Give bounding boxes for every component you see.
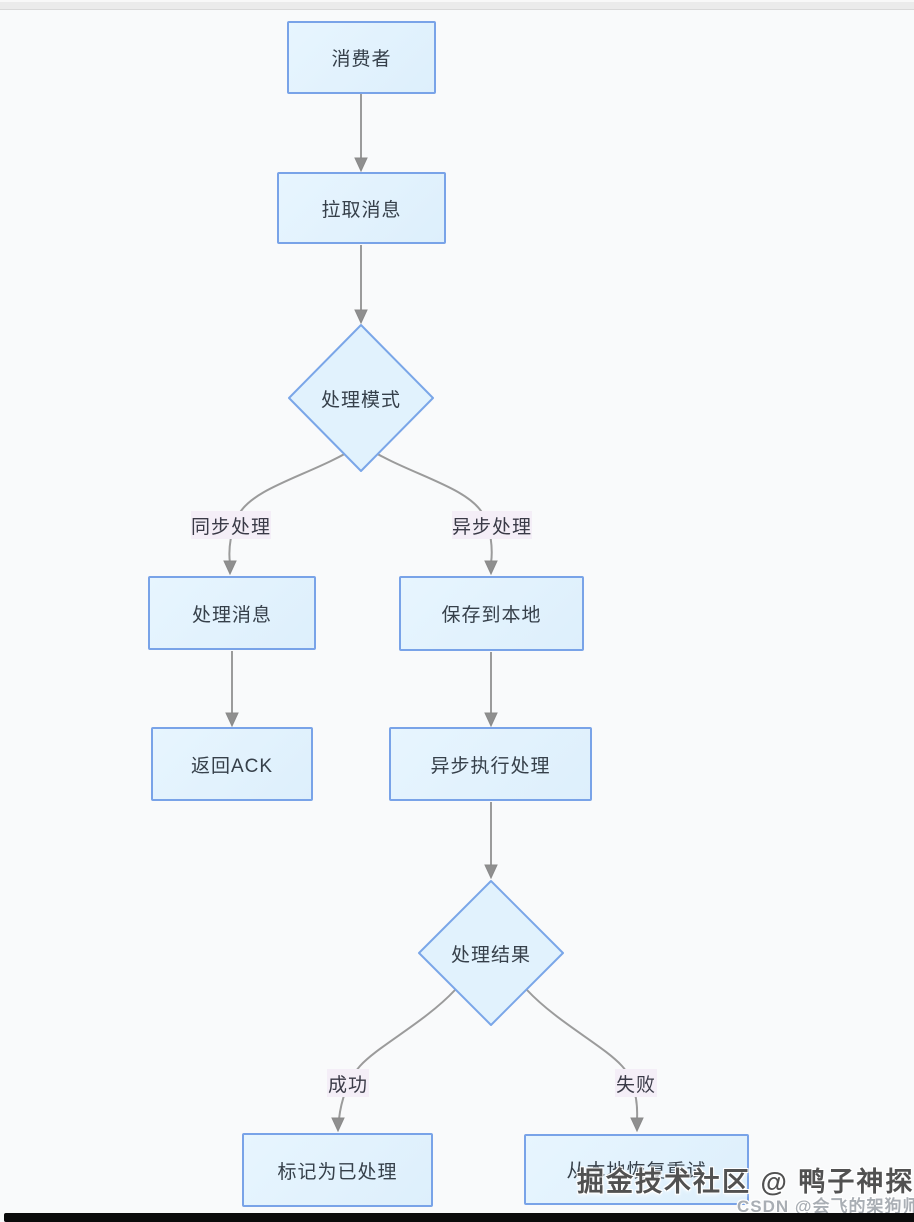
arrowhead-result-fail <box>630 1117 644 1133</box>
node-consumer-label: 消费者 <box>331 49 392 70</box>
node-recover-retry-label: 从本地恢复重试 <box>566 1161 707 1182</box>
node-pull-message-label: 拉取消息 <box>321 199 402 221</box>
node-mark-processed-label: 标记为已处理 <box>277 1161 398 1183</box>
node-save-local-label: 保存到本地 <box>441 605 542 626</box>
diamond-shape <box>418 880 564 1026</box>
node-async-exec: 异步执行处理 <box>389 727 592 801</box>
node-return-ack: 返回ACK <box>151 727 313 801</box>
arrowhead-result-success <box>331 1117 345 1133</box>
node-recover-retry: 从本地恢复重试 <box>524 1134 749 1205</box>
node-decision-processing-mode: 处理模式 <box>287 323 435 473</box>
arrowhead-sync-ack <box>225 712 239 728</box>
node-async-exec-label: 异步执行处理 <box>430 755 551 777</box>
top-bar <box>0 0 914 10</box>
diamond-shape <box>288 324 434 472</box>
edge-label-sync: 同步处理 <box>191 511 271 539</box>
arrowhead-exec-result <box>484 864 498 880</box>
node-return-ack-label: 返回ACK <box>190 755 274 777</box>
arrowhead-consumer-pull <box>354 157 368 173</box>
arrowhead-mode-sync <box>223 560 237 576</box>
node-decision-result-label: 处理结果 <box>450 944 531 966</box>
edge-label-async: 异步处理 <box>452 511 532 539</box>
node-pull-message: 拉取消息 <box>277 172 446 244</box>
edge-result-success <box>338 989 456 1120</box>
node-mark-processed: 标记为已处理 <box>242 1133 433 1207</box>
node-process-message: 处理消息 <box>148 576 316 650</box>
node-consumer: 消费者 <box>287 21 436 94</box>
edge-label-success: 成功 <box>327 1069 369 1097</box>
watermark-csdn: CSDN @会飞的架狗师 <box>737 1197 914 1216</box>
node-decision-result: 处理结果 <box>417 879 565 1027</box>
arrowhead-pull-mode <box>354 309 368 325</box>
edge-mode-async <box>363 445 493 564</box>
arrowhead-mode-async <box>484 560 498 576</box>
watermark-juejin: 掘金技术社区 @ 鸭子神探 <box>577 1167 914 1197</box>
node-decision-processing-mode-label: 处理模式 <box>320 389 401 411</box>
bottom-bar <box>4 1213 914 1222</box>
edge-result-fail <box>526 989 639 1120</box>
node-save-local: 保存到本地 <box>399 576 584 651</box>
node-process-message-label: 处理消息 <box>191 604 272 626</box>
edge-mode-sync <box>228 445 359 564</box>
edge-label-fail: 失败 <box>615 1069 657 1097</box>
arrowhead-save-exec <box>484 712 498 728</box>
